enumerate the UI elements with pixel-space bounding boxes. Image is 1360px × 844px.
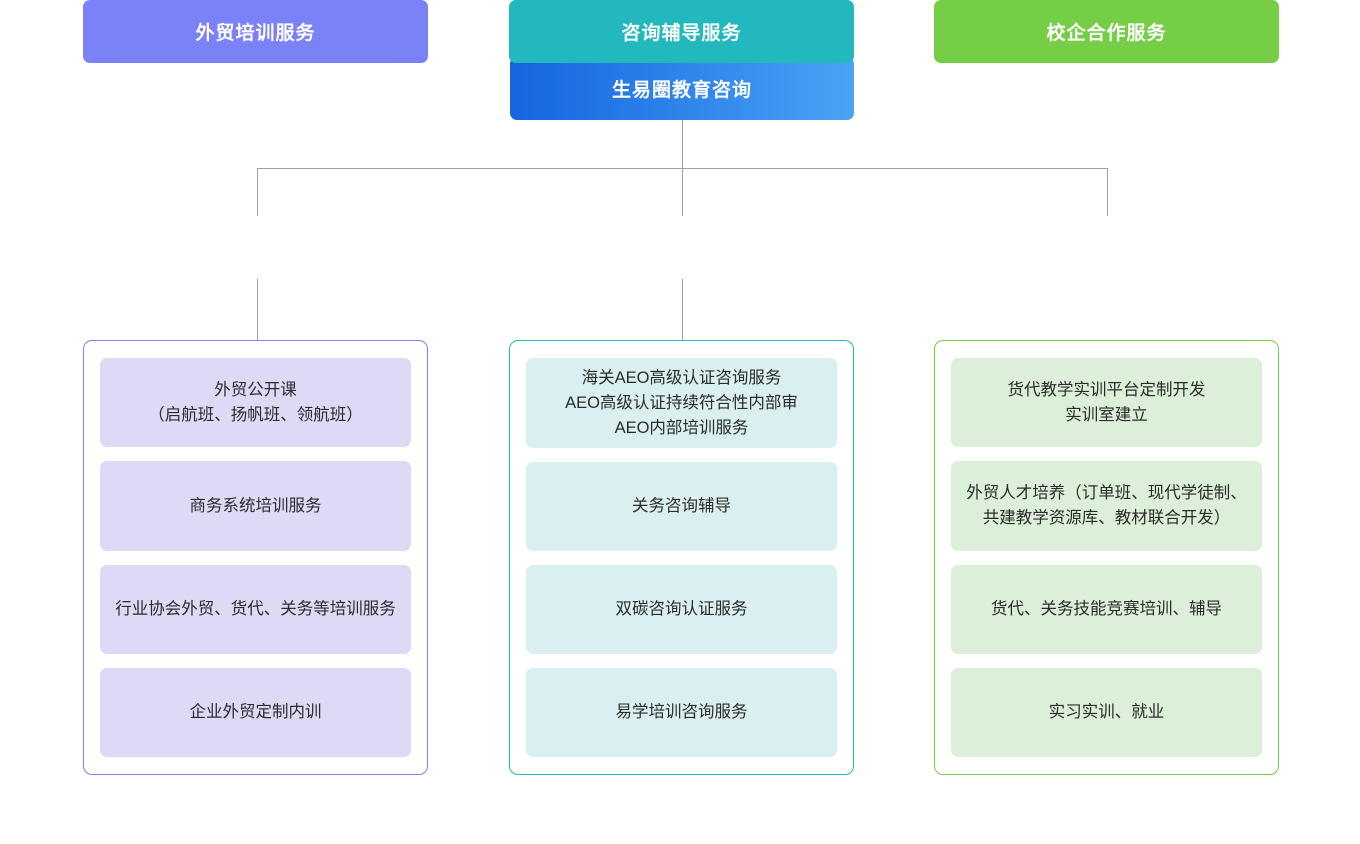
- item-card-label: 易学培训咨询服务: [615, 703, 748, 722]
- item-card-label: 关务咨询辅导: [632, 497, 731, 516]
- item-card[interactable]: 双碳咨询认证服务: [526, 565, 837, 655]
- item-card[interactable]: 易学培训咨询服务: [526, 668, 837, 758]
- branch-container-0: 外贸公开课 （启航班、扬帆班、领航班） 商务系统培训服务行业协会外贸、货代、关务等…: [83, 340, 428, 775]
- item-card[interactable]: 货代、关务技能竞赛培训、辅导: [951, 564, 1262, 654]
- item-card[interactable]: 企业外贸定制内训: [100, 667, 411, 757]
- item-card-label: 商务系统培训服务: [189, 496, 322, 515]
- item-card[interactable]: 外贸人才培养（订单班、现代学徒制、共建教学资源库、教材联合开发）: [951, 461, 1262, 551]
- branch-header-1[interactable]: 咨询辅导服务: [509, 0, 854, 63]
- root-node-label: 生易圈教育咨询: [611, 80, 752, 101]
- item-card[interactable]: 货代教学实训平台定制开发 实训室建立: [951, 358, 1262, 448]
- connector-branch-drop-0: [257, 168, 259, 216]
- item-card-label: 货代教学实训平台定制开发 实训室建立: [1007, 380, 1206, 424]
- item-card-label: 海关AEO高级认证咨询服务 AEO高级认证持续符合性内部审 AEO内部培训服务: [565, 369, 798, 437]
- connector-container-stem-1: [682, 279, 684, 340]
- item-card-label: 企业外贸定制内训: [189, 703, 322, 721]
- branch-header-label-1: 咨询辅导服务: [621, 23, 742, 44]
- branch-header-0[interactable]: 外贸培训服务: [83, 0, 428, 63]
- item-card[interactable]: 商务系统培训服务: [100, 461, 411, 551]
- root-node[interactable]: 生易圈教育咨询: [510, 57, 854, 120]
- item-card-label: 外贸人才培养（订单班、现代学徒制、共建教学资源库、教材联合开发）: [966, 484, 1247, 527]
- connector-branch-drop-1: [682, 168, 684, 216]
- branch-header-label-0: 外贸培训服务: [195, 23, 316, 44]
- branch-container-2: 货代教学实训平台定制开发 实训室建立外贸人才培养（订单班、现代学徒制、共建教学资…: [934, 340, 1279, 775]
- branch-header-label-2: 校企合作服务: [1046, 23, 1167, 44]
- item-card[interactable]: 关务咨询辅导: [526, 462, 837, 552]
- item-card-label: 行业协会外贸、货代、关务等培训服务: [115, 599, 396, 618]
- item-card-label: 外贸公开课 （启航班、扬帆班、领航班）: [148, 380, 363, 424]
- item-card-label: 货代、关务技能竞赛培训、辅导: [991, 599, 1222, 618]
- item-card[interactable]: 外贸公开课 （启航班、扬帆班、领航班）: [100, 358, 411, 448]
- branch-container-1: 海关AEO高级认证咨询服务 AEO高级认证持续符合性内部审 AEO内部培训服务关…: [509, 340, 854, 775]
- connector-container-stem-0: [257, 279, 259, 340]
- item-card[interactable]: 海关AEO高级认证咨询服务 AEO高级认证持续符合性内部审 AEO内部培训服务: [526, 358, 837, 449]
- item-card-label: 实习实训、就业: [1048, 703, 1165, 721]
- item-card[interactable]: 行业协会外贸、货代、关务等培训服务: [100, 564, 411, 654]
- connector-branch-drop-2: [1107, 168, 1109, 216]
- item-card-label: 双碳咨询认证服务: [615, 600, 748, 619]
- item-card[interactable]: 实习实训、就业: [951, 667, 1262, 757]
- branch-header-2[interactable]: 校企合作服务: [934, 0, 1279, 63]
- connector-root-stem: [682, 120, 684, 168]
